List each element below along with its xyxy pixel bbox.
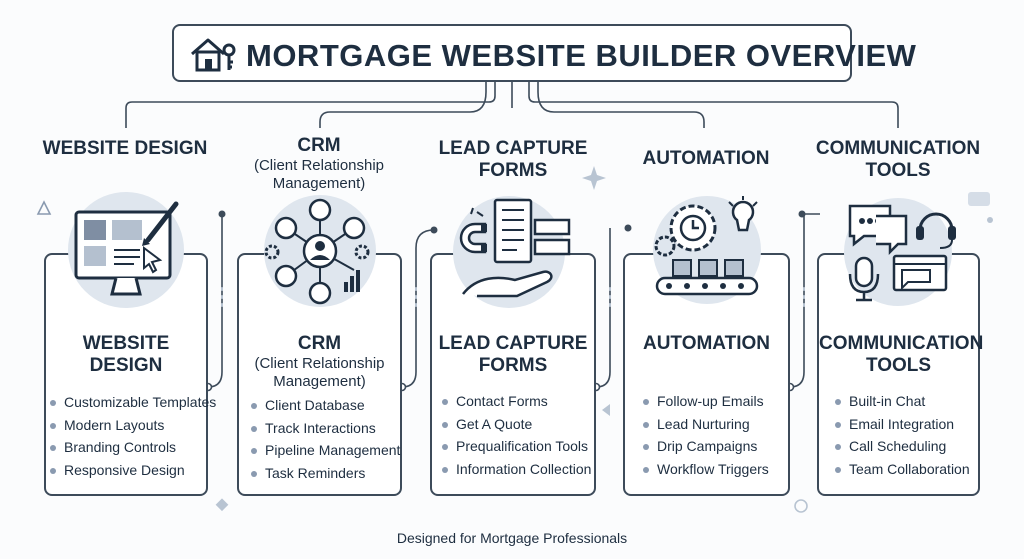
house-key-icon [191,38,236,72]
list-item: Responsive Design [50,459,216,482]
title-box: MORTGAGE WEBSITE BUILDER OVERVIEW [172,24,916,82]
list-item: Task Reminders [251,462,400,485]
magnet-form-icon [453,196,571,308]
list-item: Branding Controls [50,436,216,459]
list-item: Modern Layouts [50,414,216,437]
feature-list: Follow-up Emails Lead Nurturing Drip Cam… [643,390,769,480]
list-item: Pipeline Management [251,439,400,462]
card-heading: COMMUNICATION TOOLS [819,333,984,376]
list-item: Built-in Chat [835,390,970,413]
list-item: Get A Quote [442,413,591,436]
page-title: MORTGAGE WEBSITE BUILDER OVERVIEW [246,38,917,73]
column-heading-website-design: WEBSITE DESIGN [42,138,208,159]
card-heading: WEBSITE DESIGN [82,333,170,376]
gear-conveyor-icon [653,196,761,304]
list-item: Team Collaboration [835,458,970,481]
list-item: Follow-up Emails [643,390,769,413]
column-heading-crm: CRM(Client Relationship Management) [253,135,385,192]
list-item: Prequalification Tools [442,435,591,458]
list-item: Customizable Templates [50,391,216,414]
list-item: Call Scheduling [835,435,970,458]
list-item: Workflow Triggers [643,458,769,481]
footer-caption: Designed for Mortgage Professionals [396,530,628,546]
list-item: Drip Campaigns [643,435,769,458]
feature-list: Customizable Templates Modern Layouts Br… [50,391,216,481]
list-item: Track Interactions [251,417,400,440]
crm-network-icon [264,195,376,307]
column-heading-automation: AUTOMATION [642,148,770,169]
chat-headset-icon [844,198,956,306]
feature-list: Contact Forms Get A Quote Prequalificati… [442,390,591,480]
list-item: Lead Nurturing [643,413,769,436]
column-heading-communication-tools: COMMUNICATION TOOLS [815,138,981,181]
card-heading: AUTOMATION [642,333,770,354]
feature-list: Client Database Track Interactions Pipel… [251,394,400,484]
list-item: Information Collection [442,458,591,481]
list-item: Client Database [251,394,400,417]
monitor-design-icon [68,192,184,308]
card-heading: CRM(Client Relationship Management) [254,333,385,390]
feature-list: Built-in Chat Email Integration Call Sch… [835,390,970,480]
column-heading-lead-capture-forms: LEAD CAPTURE FORMS [438,138,588,181]
list-item: Email Integration [835,413,970,436]
decorative-shapes [36,166,993,513]
card-heading: LEAD CAPTURE FORMS [438,333,588,376]
list-item: Contact Forms [442,390,591,413]
